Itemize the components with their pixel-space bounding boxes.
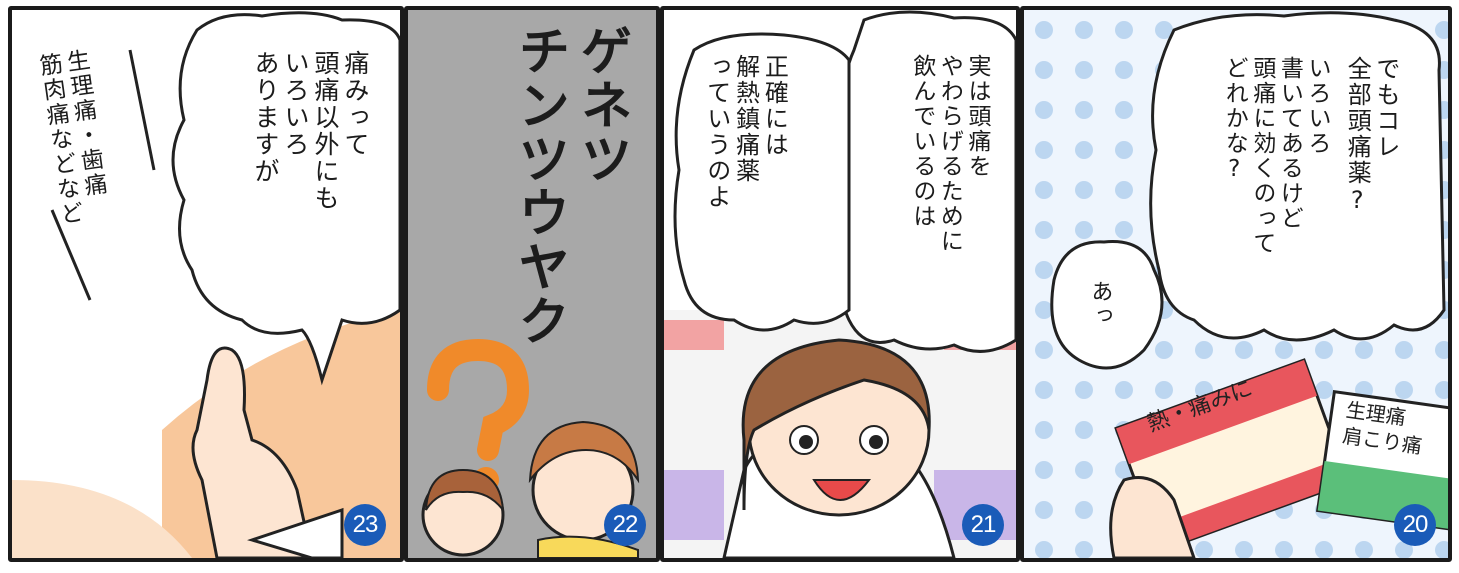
panel-20-number-badge: 20 xyxy=(1394,504,1436,546)
panel-22-number-badge: 22 xyxy=(604,504,646,546)
panel-20-speech-small: あっ xyxy=(1087,280,1113,328)
panel-23-number-badge: 23 xyxy=(344,504,386,546)
panel-21-speech-left: 正確には 解熱鎮痛薬 っていうのよ xyxy=(702,54,789,210)
panel-23: 痛みって 頭痛以外にも いろいろ ありますが 生理痛・歯痛 筋肉痛などなど 23 xyxy=(8,6,404,562)
panel-22-art xyxy=(421,338,640,558)
panel-23-speech: 痛みって 頭痛以外にも いろいろ ありますが xyxy=(251,50,370,212)
panel-23-art xyxy=(12,11,400,558)
panel-20-green-box-label: 生理痛 肩こり痛 xyxy=(1340,397,1424,459)
panel-21-speech-right: 実は頭痛を やわらげるために 飲んでいるのは xyxy=(908,54,990,254)
panel-22: ゲネツ チンツウヤク ? 22 xyxy=(404,6,660,562)
panel-20-speech-second: いろいろ 書いてあるけど 頭痛に効くのって どれかな? xyxy=(1221,56,1330,256)
panel-22-sfx: ゲネツ チンツウヤク xyxy=(508,24,631,348)
panel-20-art xyxy=(1024,10,1448,558)
panel-20-speech-main: でもコレ 全部頭痛薬? xyxy=(1343,56,1400,216)
panel-21-number-badge: 21 xyxy=(962,504,1004,546)
panel-20: でもコレ 全部頭痛薬? いろいろ 書いてあるけど 頭痛に効くのって どれかな? … xyxy=(1020,6,1452,562)
panel-21: 実は頭痛を やわらげるために 飲んでいるのは 正確には 解熱鎮痛薬 っていうのよ… xyxy=(660,6,1020,562)
panel-21-art xyxy=(664,10,1016,558)
